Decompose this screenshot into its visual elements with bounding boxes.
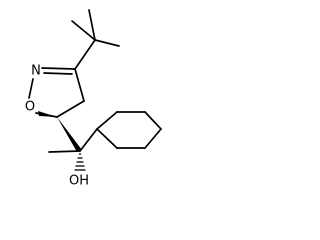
- oxygen-atom-label: O: [25, 100, 35, 115]
- stereo-wedge-bond: [38, 111, 57, 117]
- carbinol-center: [48, 128, 98, 153]
- stereo-hash-bond-to-hydroxyl: [74, 153, 86, 171]
- bond-quaternary-carbon-to-ring-c3: [74, 39, 96, 70]
- bond-c4-c3: [74, 68, 85, 102]
- cyclohexane-bond: [96, 128, 118, 149]
- bond-c3-n-double-inner: [43, 72, 73, 75]
- bond-carbinol-to-methyl: [48, 150, 81, 153]
- cyclohexane-bond: [96, 111, 118, 130]
- cyclohexane-ring: [96, 111, 162, 149]
- stereo-wedge-bond-to-carbinol: [57, 117, 82, 152]
- bond-quaternary-carbon-to-methyl-right: [94, 39, 120, 47]
- bond-carbinol-to-cyclohexyl: [79, 128, 98, 152]
- bond-quaternary-carbon-to-methyl-left: [71, 20, 96, 41]
- bond-n-o: [28, 78, 34, 99]
- chemical-structure-diagram: N O OH: [25, 9, 162, 189]
- tert-butyl-group: [71, 9, 120, 70]
- bond-quaternary-carbon-to-methyl-top: [88, 9, 96, 41]
- cyclohexane-bond: [144, 128, 162, 149]
- bond-c3-n-double-outer: [41, 67, 76, 70]
- cyclohexane-bond: [144, 111, 162, 130]
- nitrogen-atom-label: N: [31, 64, 41, 79]
- hydroxyl-label: OH: [69, 174, 89, 189]
- bond-c5-c4: [56, 100, 85, 118]
